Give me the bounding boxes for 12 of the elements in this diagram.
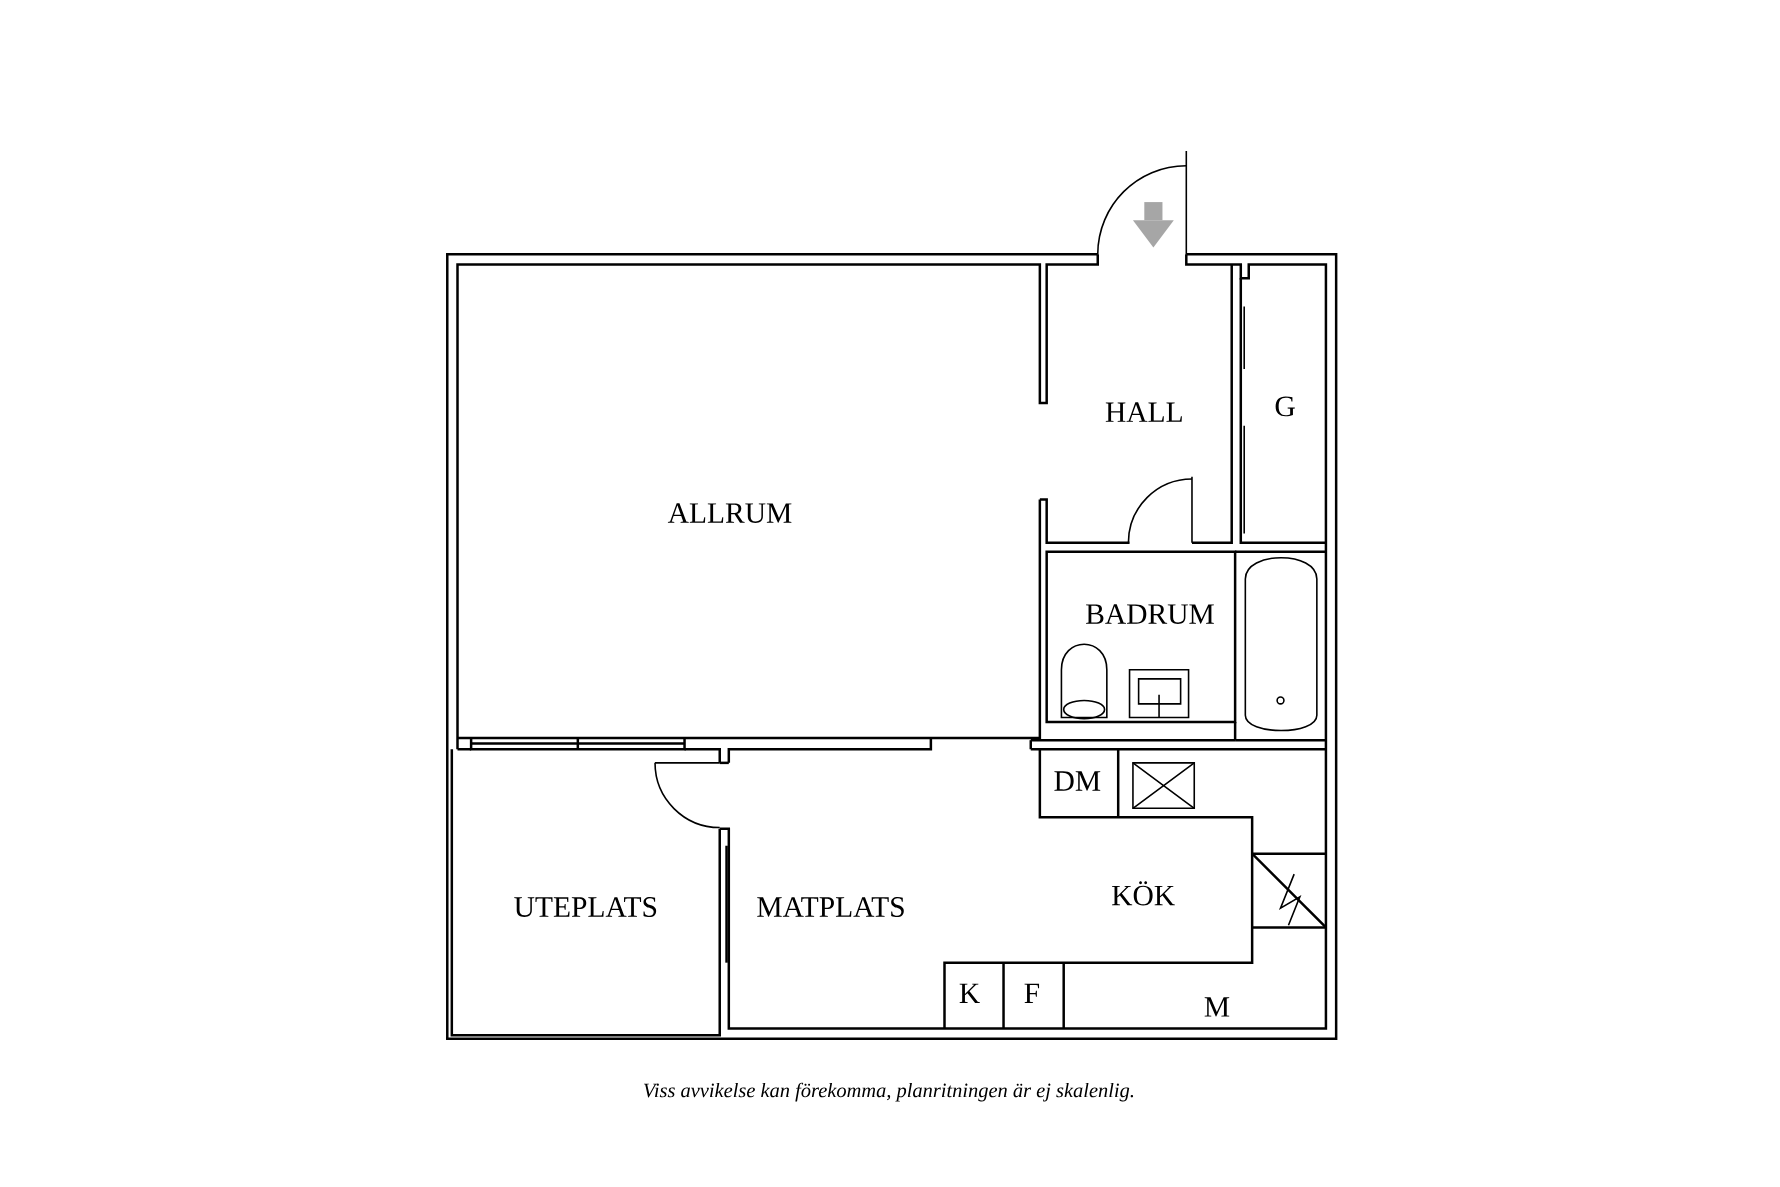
room-label: BADRUM bbox=[1086, 604, 1214, 624]
room-label: MATPLATS bbox=[757, 896, 904, 917]
caption: Viss avvikelse kan förekomma, planritningen är ej skalenlig. bbox=[643, 1082, 1134, 1102]
room-label: G bbox=[1275, 396, 1295, 417]
room-label: K bbox=[959, 983, 980, 1003]
room-label: DM bbox=[1054, 771, 1101, 791]
room-label: F bbox=[1024, 983, 1040, 1003]
room-label: ALLRUM bbox=[667, 503, 792, 523]
room-label: HALL bbox=[1105, 402, 1182, 422]
room-label: UTEPLATS bbox=[514, 896, 657, 917]
room-label: M bbox=[1204, 997, 1230, 1017]
room-label: KÖK bbox=[1112, 881, 1175, 906]
